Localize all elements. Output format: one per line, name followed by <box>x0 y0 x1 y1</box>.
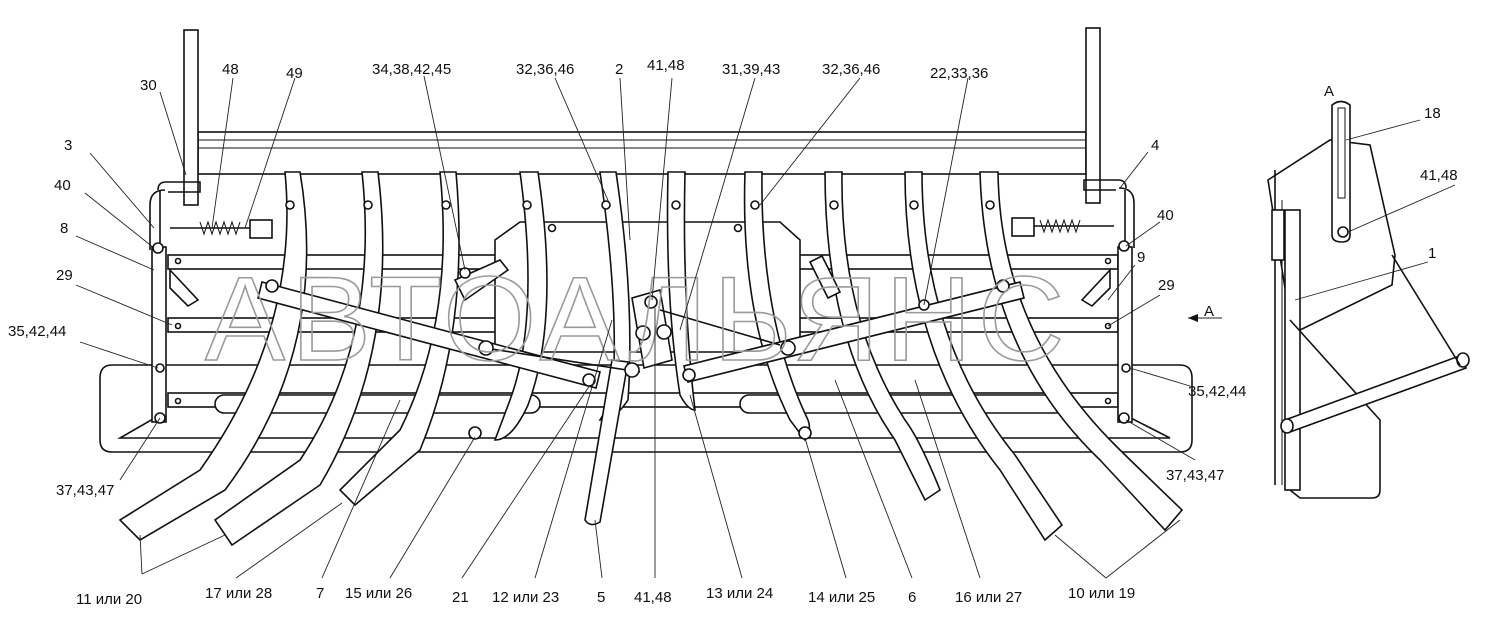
side-view-a <box>1267 100 1470 499</box>
callout-48: 48 <box>222 61 239 78</box>
callout-35-left: 35,42,44 <box>8 323 66 340</box>
callout-35-right: 35,42,44 <box>1188 383 1246 400</box>
section-marker-a: A <box>1204 303 1214 320</box>
callout-29-left: 29 <box>56 267 73 284</box>
bottom-labels: 11 или 20 17 или 28 7 15 или 26 21 12 ил… <box>76 585 1135 608</box>
label-5: 5 <box>597 589 605 606</box>
linkage-arms <box>169 254 1111 526</box>
callout-41-side: 41,48 <box>1420 167 1458 184</box>
label-15-or-26: 15 или 26 <box>345 585 412 602</box>
callout-41-top: 41,48 <box>647 57 685 74</box>
rear-panel <box>183 27 1101 206</box>
callout-37-right: 37,43,47 <box>1166 467 1224 484</box>
callout-4: 4 <box>1151 137 1159 154</box>
callout-22: 22,33,36 <box>930 65 988 82</box>
callout-18: 18 <box>1424 105 1441 122</box>
view-a-title: A <box>1324 83 1334 100</box>
callout-32-right: 32,36,46 <box>822 61 880 78</box>
tension-spring-left <box>170 219 273 239</box>
callout-8: 8 <box>60 220 68 237</box>
callout-1: 1 <box>1428 245 1436 262</box>
label-14-or-25: 14 или 25 <box>808 589 875 606</box>
label-41-48-bottom: 41,48 <box>634 589 672 606</box>
label-10-or-19: 10 или 19 <box>1068 585 1135 602</box>
tension-spring-right <box>1011 217 1114 237</box>
leader-lines <box>75 75 1456 579</box>
label-12-or-23: 12 или 23 <box>492 589 559 606</box>
label-11-or-20: 11 или 20 <box>76 591 142 608</box>
label-21: 21 <box>452 589 469 606</box>
callout-30: 30 <box>140 77 157 94</box>
callout-2: 2 <box>615 61 623 78</box>
callout-32-left: 32,36,46 <box>516 61 574 78</box>
label-16-or-27: 16 или 27 <box>955 589 1022 606</box>
callout-37-left: 37,43,47 <box>56 482 114 499</box>
label-17-or-28: 17 или 28 <box>205 585 272 602</box>
main-frame <box>99 179 1193 453</box>
callout-40-left: 40 <box>54 177 71 194</box>
callout-40-right: 40 <box>1157 207 1174 224</box>
label-7: 7 <box>316 585 324 602</box>
label-6: 6 <box>908 589 916 606</box>
callout-labels: 30 48 49 3 40 8 29 35,42,44 37,43,47 34,… <box>8 57 1458 499</box>
callout-31: 31,39,43 <box>722 61 780 78</box>
label-13-or-24: 13 или 24 <box>706 585 773 602</box>
callout-34: 34,38,42,45 <box>372 61 451 78</box>
callout-3: 3 <box>64 137 72 154</box>
callout-9: 9 <box>1137 249 1145 266</box>
watermark-text: АВТОАЛЬЯНС <box>205 252 1070 386</box>
callout-29-right: 29 <box>1158 277 1175 294</box>
callout-49: 49 <box>286 65 303 82</box>
